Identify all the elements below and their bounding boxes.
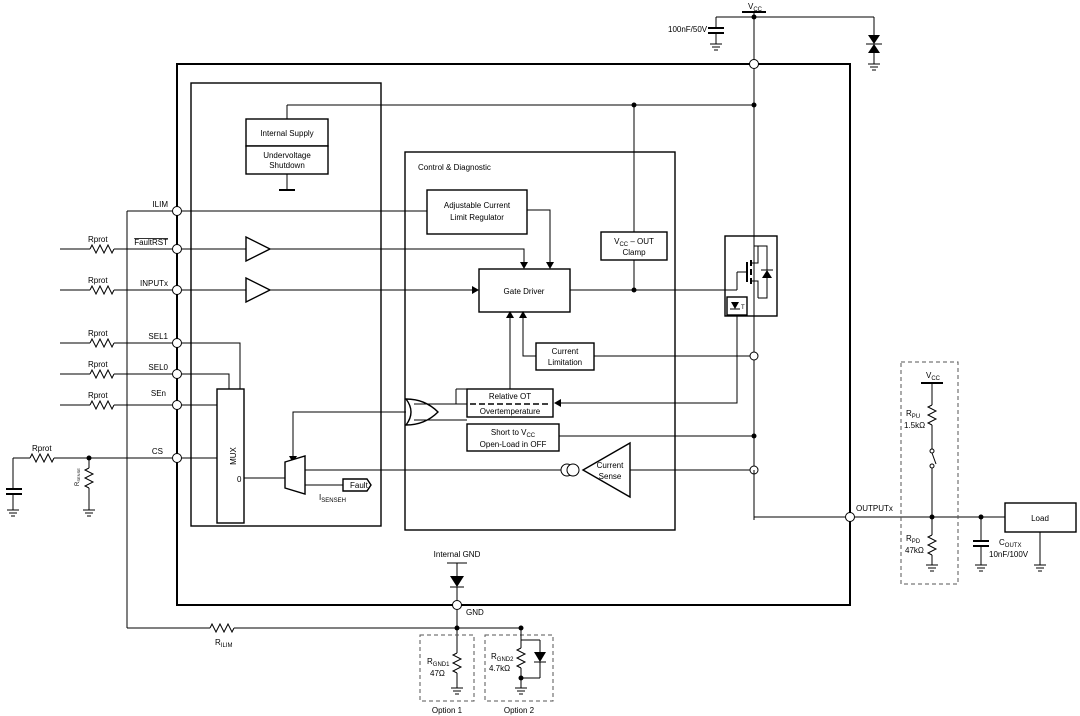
sense-mux: Fault ISENSEH — [244, 455, 372, 504]
svg-text:SEn: SEn — [151, 389, 166, 398]
gate-driver: Gate Driver — [478, 268, 737, 313]
control-diagnostic-block — [404, 151, 676, 531]
svg-text:Internal GND: Internal GND — [434, 550, 481, 559]
svg-text:Internal Supply: Internal Supply — [260, 129, 313, 138]
svg-text:Rprot: Rprot — [88, 276, 108, 285]
output-capacitor: COUTX 10nF/100V — [973, 517, 1029, 572]
svg-text:0: 0 — [237, 475, 242, 484]
vcc-pin — [749, 59, 759, 69]
svg-text:Rprot: Rprot — [88, 329, 108, 338]
svg-text:ILIM: ILIM — [152, 200, 168, 209]
vcc-out-clamp: VCC – OUT Clamp — [600, 105, 668, 293]
pin-sel0: Rprot SEL0 — [60, 360, 230, 389]
pin-ilim: ILIM — [126, 200, 427, 628]
vcc-top-label: VCC — [748, 2, 763, 13]
or-gate — [289, 311, 514, 463]
svg-text:Option 1: Option 1 — [432, 706, 463, 715]
pin-cs: Rprot CS RSENSE — [6, 444, 217, 517]
adjustable-current-limit-regulator: Adjustable Current Limit Regulator — [426, 189, 554, 269]
current-limitation: Current Limitation — [519, 311, 759, 371]
internal-supply-block: Internal Supply Undervoltage Shutdown — [245, 118, 329, 191]
cap-vcc-label: 100nF/50V — [668, 25, 708, 34]
gnd-option-2: RGND2 4.7kΩ Option 2 — [484, 628, 554, 715]
svg-text:VCC – OUT: VCC – OUT — [614, 237, 654, 248]
svg-text:Undervoltage: Undervoltage — [263, 151, 311, 160]
svg-text:Rprot: Rprot — [88, 235, 108, 244]
left-block — [190, 82, 382, 527]
svg-text:Short to VCC: Short to VCC — [491, 428, 536, 439]
svg-text:MUX: MUX — [229, 446, 238, 464]
svg-text:Shutdown: Shutdown — [269, 161, 305, 170]
svg-text:Option 2: Option 2 — [504, 706, 535, 715]
svg-text:FaultRST: FaultRST — [134, 238, 168, 247]
isense-label: ISENSEH — [319, 493, 346, 504]
pin-sel1: Rprot SEL1 — [60, 329, 241, 389]
mux-block: MUX 0 — [216, 388, 245, 524]
fault-label: Fault — [350, 481, 369, 490]
svg-text:Open-Load in OFF: Open-Load in OFF — [480, 440, 547, 449]
svg-text:Overtemperature: Overtemperature — [480, 407, 541, 416]
svg-text:Rprot: Rprot — [32, 444, 52, 453]
svg-text:4.7kΩ: 4.7kΩ — [489, 664, 510, 673]
relative-ot-overtemperature: Relative OT Overtemperature — [466, 316, 738, 418]
load-block: Load — [1004, 502, 1077, 572]
control-diagnostic-label: Control & Diagnostic — [418, 163, 491, 172]
svg-text:COUTX: COUTX — [999, 538, 1021, 549]
svg-text:SEL0: SEL0 — [148, 363, 168, 372]
svg-text:47Ω: 47Ω — [430, 669, 445, 678]
svg-text:RGND2: RGND2 — [491, 652, 514, 663]
tvs-diode — [866, 17, 882, 71]
svg-text:RILIM: RILIM — [215, 638, 232, 649]
svg-text:Sense: Sense — [599, 472, 622, 481]
device-frame — [176, 63, 851, 606]
svg-text:Clamp: Clamp — [622, 248, 646, 257]
svg-text:Limitation: Limitation — [548, 358, 582, 367]
pin-sen: Rprot SEn — [60, 389, 217, 411]
svg-text:CS: CS — [152, 447, 163, 456]
vcc-decoupling-capacitor: 100nF/50V — [668, 17, 724, 51]
svg-text:Limit Regulator: Limit Regulator — [450, 213, 504, 222]
gnd-option-1: RGND1 47Ω Option 1 — [419, 634, 475, 715]
svg-text:Current: Current — [552, 347, 579, 356]
output-section: OUTPUTx — [753, 470, 1005, 522]
svg-text:Load: Load — [1031, 514, 1049, 523]
svg-text:SEL1: SEL1 — [148, 332, 168, 341]
svg-text:OUTPUTx: OUTPUTx — [856, 504, 893, 513]
svg-text:RPU: RPU — [906, 409, 920, 420]
short-to-vcc-open-load: Short to VCC Open-Load in OFF — [466, 423, 757, 452]
svg-text:Gate Driver: Gate Driver — [504, 287, 545, 296]
svg-text:Rprot: Rprot — [88, 391, 108, 400]
rilim-resistor: RILIM — [127, 622, 457, 649]
svg-text:VCC: VCC — [926, 371, 941, 382]
current-sense: Current Sense — [305, 441, 759, 499]
svg-text:INPUTx: INPUTx — [140, 279, 168, 288]
svg-text:GND: GND — [466, 608, 484, 617]
svg-text:Current: Current — [597, 461, 624, 470]
svg-text:10nF/100V: 10nF/100V — [989, 550, 1029, 559]
svg-text:Adjustable Current: Adjustable Current — [444, 201, 511, 210]
svg-text:1.5kΩ: 1.5kΩ — [904, 421, 925, 430]
svg-text:T: T — [741, 305, 745, 311]
svg-text:Rprot: Rprot — [88, 360, 108, 369]
pull-resistors: VCC RPU 1.5kΩ RPD 47kΩ — [900, 361, 959, 585]
svg-text:47kΩ: 47kΩ — [905, 546, 924, 555]
pin-faultrst: Rprot FaultRST — [60, 235, 528, 269]
svg-text:RPD: RPD — [906, 534, 921, 545]
gnd-section: Internal GND GND — [434, 550, 524, 653]
svg-text:Relative OT: Relative OT — [489, 392, 531, 401]
pin-inputx: Rprot INPUTx — [60, 276, 479, 304]
power-mosfet: T — [724, 105, 778, 320]
rsense-label: RSENSE — [75, 468, 81, 486]
svg-text:RGND1: RGND1 — [427, 657, 450, 668]
